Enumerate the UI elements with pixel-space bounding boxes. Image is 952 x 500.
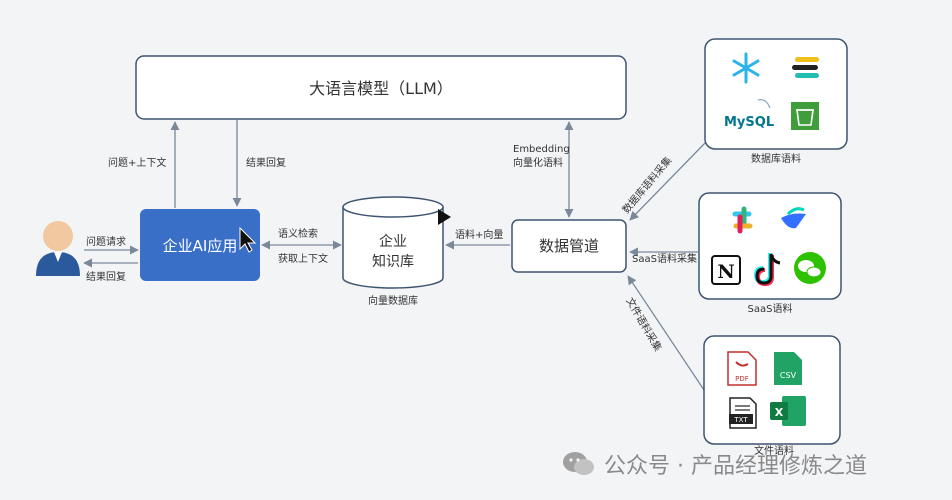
kb-caption: 向量数据库 bbox=[368, 294, 418, 307]
edge-label-result-back: 结果回复 bbox=[246, 156, 286, 169]
edge-label-saas-collect: SaaS语料采集 bbox=[632, 252, 697, 265]
file-sources-caption: 文件语料 bbox=[754, 444, 794, 457]
watermark: 公众号 · 产品经理修炼之道 bbox=[562, 446, 942, 482]
wechat-watermark-icon bbox=[562, 450, 596, 478]
excel-icon: X bbox=[770, 396, 806, 426]
enterprise-ai-app-node: 企业AI应用 bbox=[140, 209, 260, 281]
edge-label-db-collect: 数据库语料采集 bbox=[619, 154, 674, 216]
file-sources-panel: PDF CSV TXT X 文件语料 bbox=[703, 335, 841, 457]
edge-label-embedding: Embedding bbox=[513, 144, 570, 155]
svg-text:TXT: TXT bbox=[733, 416, 748, 424]
knowledge-base-node: 企业 知识库 向量数据库 bbox=[342, 196, 444, 307]
saas-sources-caption: SaaS语料 bbox=[748, 302, 793, 315]
kb-label-line1: 企业 bbox=[379, 233, 407, 250]
wechat-icon bbox=[794, 252, 826, 284]
app-label: 企业AI应用 bbox=[163, 237, 238, 255]
data-pipeline-node: 数据管道 bbox=[511, 219, 627, 273]
edges bbox=[83, 120, 707, 391]
edge-files-to-pipeline bbox=[627, 275, 705, 391]
txt-icon: TXT bbox=[729, 397, 757, 429]
edge-db-to-pipeline bbox=[629, 141, 707, 221]
mysql-text: MySQL bbox=[724, 115, 774, 130]
edge-label-ask-ctx: 问题+上下文 bbox=[108, 156, 166, 169]
edge-label-semantic-search: 语义检索 bbox=[278, 227, 318, 240]
svg-text:PDF: PDF bbox=[735, 375, 749, 383]
llm-node: 大语言模型（LLM） bbox=[135, 55, 627, 120]
play-icon[interactable] bbox=[438, 209, 451, 225]
feishu-icon bbox=[781, 207, 806, 229]
edge-label-result-reply: 结果回复 bbox=[86, 270, 126, 283]
bucket-icon bbox=[791, 102, 819, 130]
pipeline-label: 数据管道 bbox=[539, 237, 599, 255]
user-avatar-icon bbox=[36, 221, 80, 276]
notion-icon: N bbox=[711, 255, 741, 285]
snowflake-icon bbox=[732, 52, 760, 84]
saas-sources-panel: N SaaS语料 bbox=[698, 192, 842, 315]
pdf-icon: PDF bbox=[727, 351, 757, 386]
db-sources-caption: 数据库语料 bbox=[751, 152, 801, 165]
cursor-icon bbox=[239, 226, 257, 253]
llm-label: 大语言模型（LLM） bbox=[309, 79, 453, 98]
svg-text:N: N bbox=[717, 261, 734, 283]
edge-label-file-collect: 文件语料采集 bbox=[623, 295, 664, 353]
csv-icon: CSV bbox=[774, 352, 802, 385]
db-sources-panel: MySQL 数据库语料 bbox=[704, 38, 848, 165]
edge-label-vectorize: 向量化语料 bbox=[513, 156, 563, 169]
elastic-icon bbox=[792, 57, 819, 78]
tiktok-icon bbox=[753, 253, 781, 287]
edge-label-fetch-ctx: 获取上下文 bbox=[278, 252, 328, 265]
edge-label-question: 问题请求 bbox=[86, 235, 126, 248]
watermark-text: 公众号 · 产品经理修炼之道 bbox=[604, 454, 867, 479]
mysql-icon: MySQL bbox=[724, 99, 774, 130]
kb-label-line2: 知识库 bbox=[372, 253, 414, 270]
edge-label-corpus-vector: 语料+向量 bbox=[455, 228, 503, 241]
svg-text:X: X bbox=[775, 406, 784, 419]
svg-text:CSV: CSV bbox=[780, 371, 797, 380]
slack-icon bbox=[732, 206, 753, 234]
